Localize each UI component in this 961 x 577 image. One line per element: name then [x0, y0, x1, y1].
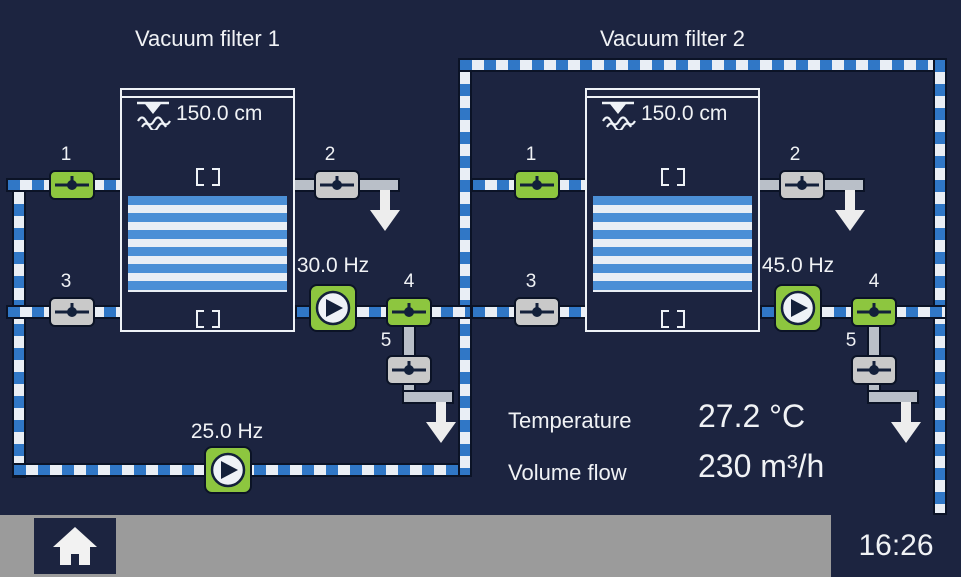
valve-5-number: 5 [380, 330, 392, 351]
pump-frequency-label: 45.0 Hz [761, 254, 835, 277]
water-level-value: 150.0 cm [641, 102, 728, 125]
valve-icon [785, 176, 819, 190]
filter-media [593, 196, 752, 292]
volume-flow-value: 230 m³/h [698, 448, 825, 484]
pump-icon [780, 290, 816, 326]
pipe-drain-jog [867, 390, 919, 404]
pump-frequency-label: 30.0 Hz [296, 254, 370, 277]
valve-5-number: 5 [845, 330, 857, 351]
valve-1[interactable] [49, 170, 95, 200]
tank-nozzle-bracket [661, 310, 669, 328]
vacuum-filter-2-panel: Vacuum filter 2 150.0 cm [465, 0, 961, 515]
valve-icon [392, 303, 426, 317]
tank-nozzle-bracket [196, 168, 204, 186]
vacuum-filter-1-panel: Vacuum filter 1 150.0 cm [0, 0, 500, 515]
valve-3[interactable] [49, 297, 95, 327]
valve-icon [55, 303, 89, 317]
transfer-pump[interactable] [204, 446, 252, 494]
filter-media [128, 196, 287, 292]
drain-arrow-icon [835, 190, 865, 231]
valve-1-number: 1 [60, 144, 72, 165]
transfer-pump-frequency-label: 25.0 Hz [190, 420, 264, 443]
pipe-right-riser [933, 58, 947, 515]
tank-nozzle-bracket [212, 168, 220, 186]
valve-icon [392, 361, 426, 375]
valve-2[interactable] [779, 170, 825, 200]
valve-1-number: 1 [525, 144, 537, 165]
valve-4-number: 4 [868, 271, 880, 292]
drain-arrow-icon [370, 190, 400, 231]
tank-nozzle-bracket [661, 168, 669, 186]
pump-icon [315, 290, 351, 326]
pump-icon [210, 452, 246, 488]
temperature-label: Temperature [508, 408, 632, 433]
valve-2-number: 2 [324, 144, 336, 165]
valve-1[interactable] [514, 170, 560, 200]
valve-2-number: 2 [789, 144, 801, 165]
temperature-value: 27.2 °C [698, 398, 806, 434]
clock-panel: 16:26 [831, 515, 961, 577]
valve-5[interactable] [851, 355, 897, 385]
tank-nozzle-bracket [212, 310, 220, 328]
water-level-icon [602, 101, 636, 130]
filter-pump[interactable] [309, 284, 357, 332]
tank-nozzle-bracket [677, 310, 685, 328]
filter-tank: 150.0 cm [120, 88, 295, 332]
valve-5[interactable] [386, 355, 432, 385]
valve-icon [55, 176, 89, 190]
tank-nozzle-bracket [677, 168, 685, 186]
tank-rim [122, 96, 293, 98]
water-level-icon [137, 101, 171, 130]
drain-arrow-icon [426, 402, 456, 443]
filter-title: Vacuum filter 2 [599, 26, 746, 51]
tank-rim [587, 96, 758, 98]
valve-icon [520, 303, 554, 317]
valve-icon [520, 176, 554, 190]
valve-2[interactable] [314, 170, 360, 200]
drain-arrow-icon [891, 402, 921, 443]
home-button[interactable] [34, 518, 116, 574]
valve-icon [320, 176, 354, 190]
tank-nozzle-bracket [196, 310, 204, 328]
valve-4[interactable] [386, 297, 432, 327]
filter-pump[interactable] [774, 284, 822, 332]
clock-time: 16:26 [858, 529, 934, 562]
water-level-value: 150.0 cm [176, 102, 263, 125]
filter-title: Vacuum filter 1 [134, 26, 281, 51]
valve-3[interactable] [514, 297, 560, 327]
valve-4[interactable] [851, 297, 897, 327]
valve-4-number: 4 [403, 271, 415, 292]
filter-tank: 150.0 cm [585, 88, 760, 332]
pipe-drain-jog [402, 390, 454, 404]
home-icon [53, 527, 97, 565]
volume-flow-label: Volume flow [508, 460, 627, 485]
valve-icon [857, 361, 891, 375]
valve-3-number: 3 [525, 271, 537, 292]
valve-icon [857, 303, 891, 317]
taskbar: 16:26 [0, 515, 961, 577]
valve-3-number: 3 [60, 271, 72, 292]
